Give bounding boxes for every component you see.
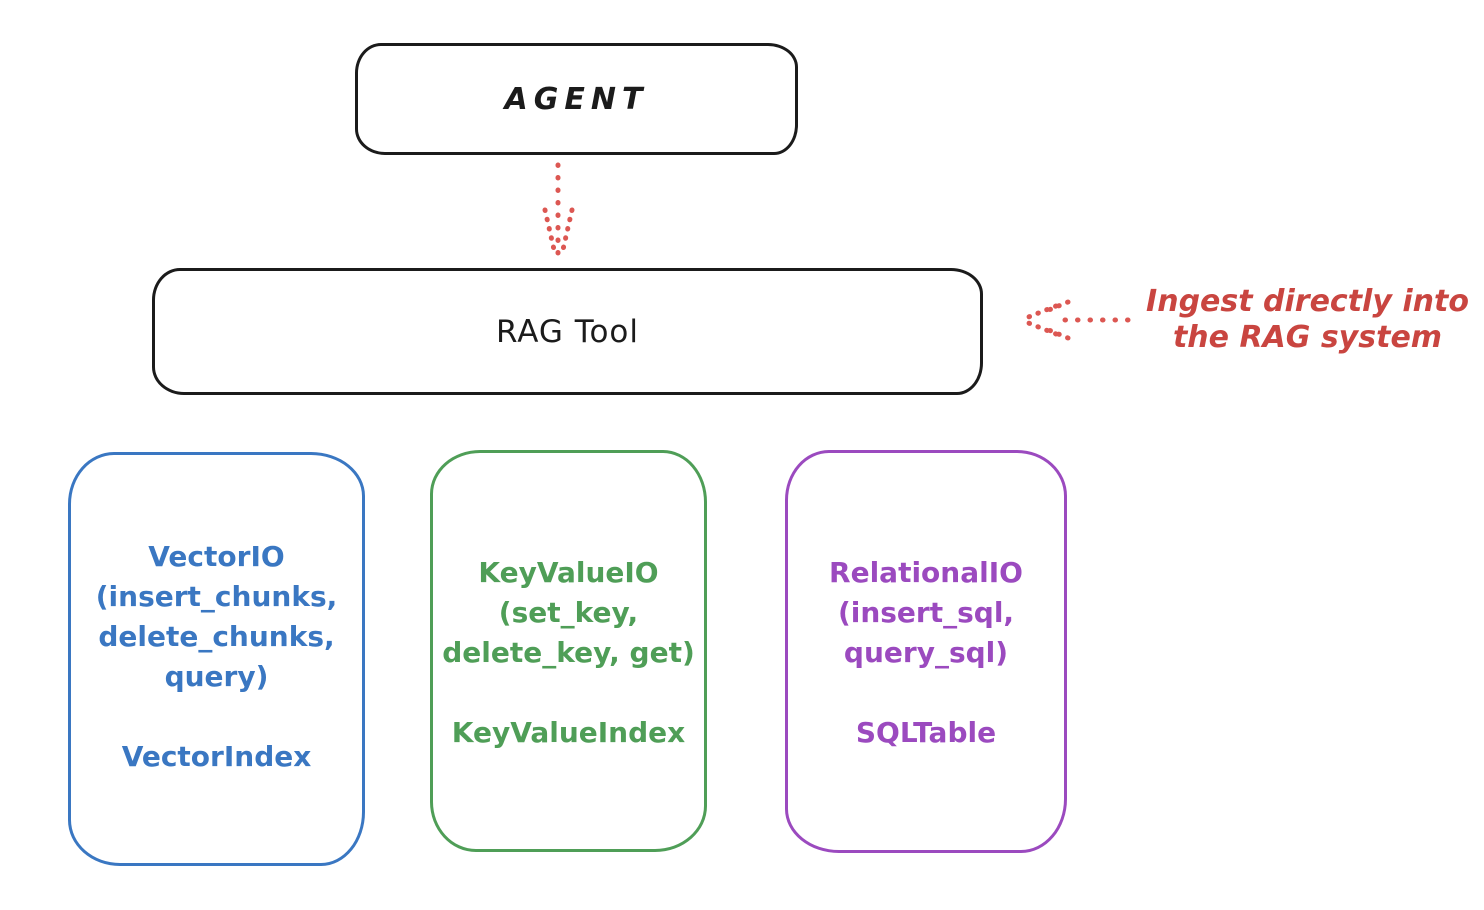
- vector-io-node: VectorIO (insert_chunks, delete_chunks, …: [68, 452, 365, 866]
- left-arrow-icon: [1023, 299, 1131, 341]
- keyvalue-io-node: KeyValueIO (set_key, delete_key, get) Ke…: [430, 450, 707, 852]
- down-arrow-icon: [542, 162, 575, 257]
- backend-index-label: VectorIndex: [121, 740, 312, 773]
- backend-index-label: SQLTable: [855, 716, 997, 749]
- ingest-annotation-line2: the RAG system: [1172, 320, 1443, 355]
- backend-title-line: delete_chunks,: [98, 620, 335, 653]
- backend-title-line: (set_key,: [498, 596, 639, 629]
- relational-io-node: RelationalIO (insert_sql, query_sql) SQL…: [785, 450, 1067, 853]
- backend-title-line: RelationalIO: [829, 556, 1023, 589]
- backend-title-line: (insert_chunks,: [95, 580, 338, 613]
- ingest-annotation-line1: Ingest directly into: [1146, 284, 1469, 319]
- backend-index-label: KeyValueIndex: [451, 716, 686, 749]
- rag-tool-node: RAG Tool: [152, 268, 983, 395]
- backend-title-line: query_sql): [843, 636, 1009, 669]
- backend-title-line: query): [164, 660, 269, 693]
- backend-title-line: (insert_sql,: [837, 596, 1015, 629]
- agent-node: AGENT: [355, 43, 798, 155]
- backend-title-line: VectorIO: [148, 540, 285, 573]
- backend-title-line: delete_key, get): [442, 636, 695, 669]
- backend-title-line: KeyValueIO: [478, 556, 659, 589]
- rag-tool-label: RAG Tool: [495, 313, 640, 350]
- ingest-annotation: Ingest directly into the RAG system: [1135, 284, 1480, 356]
- agent-label: AGENT: [504, 81, 649, 117]
